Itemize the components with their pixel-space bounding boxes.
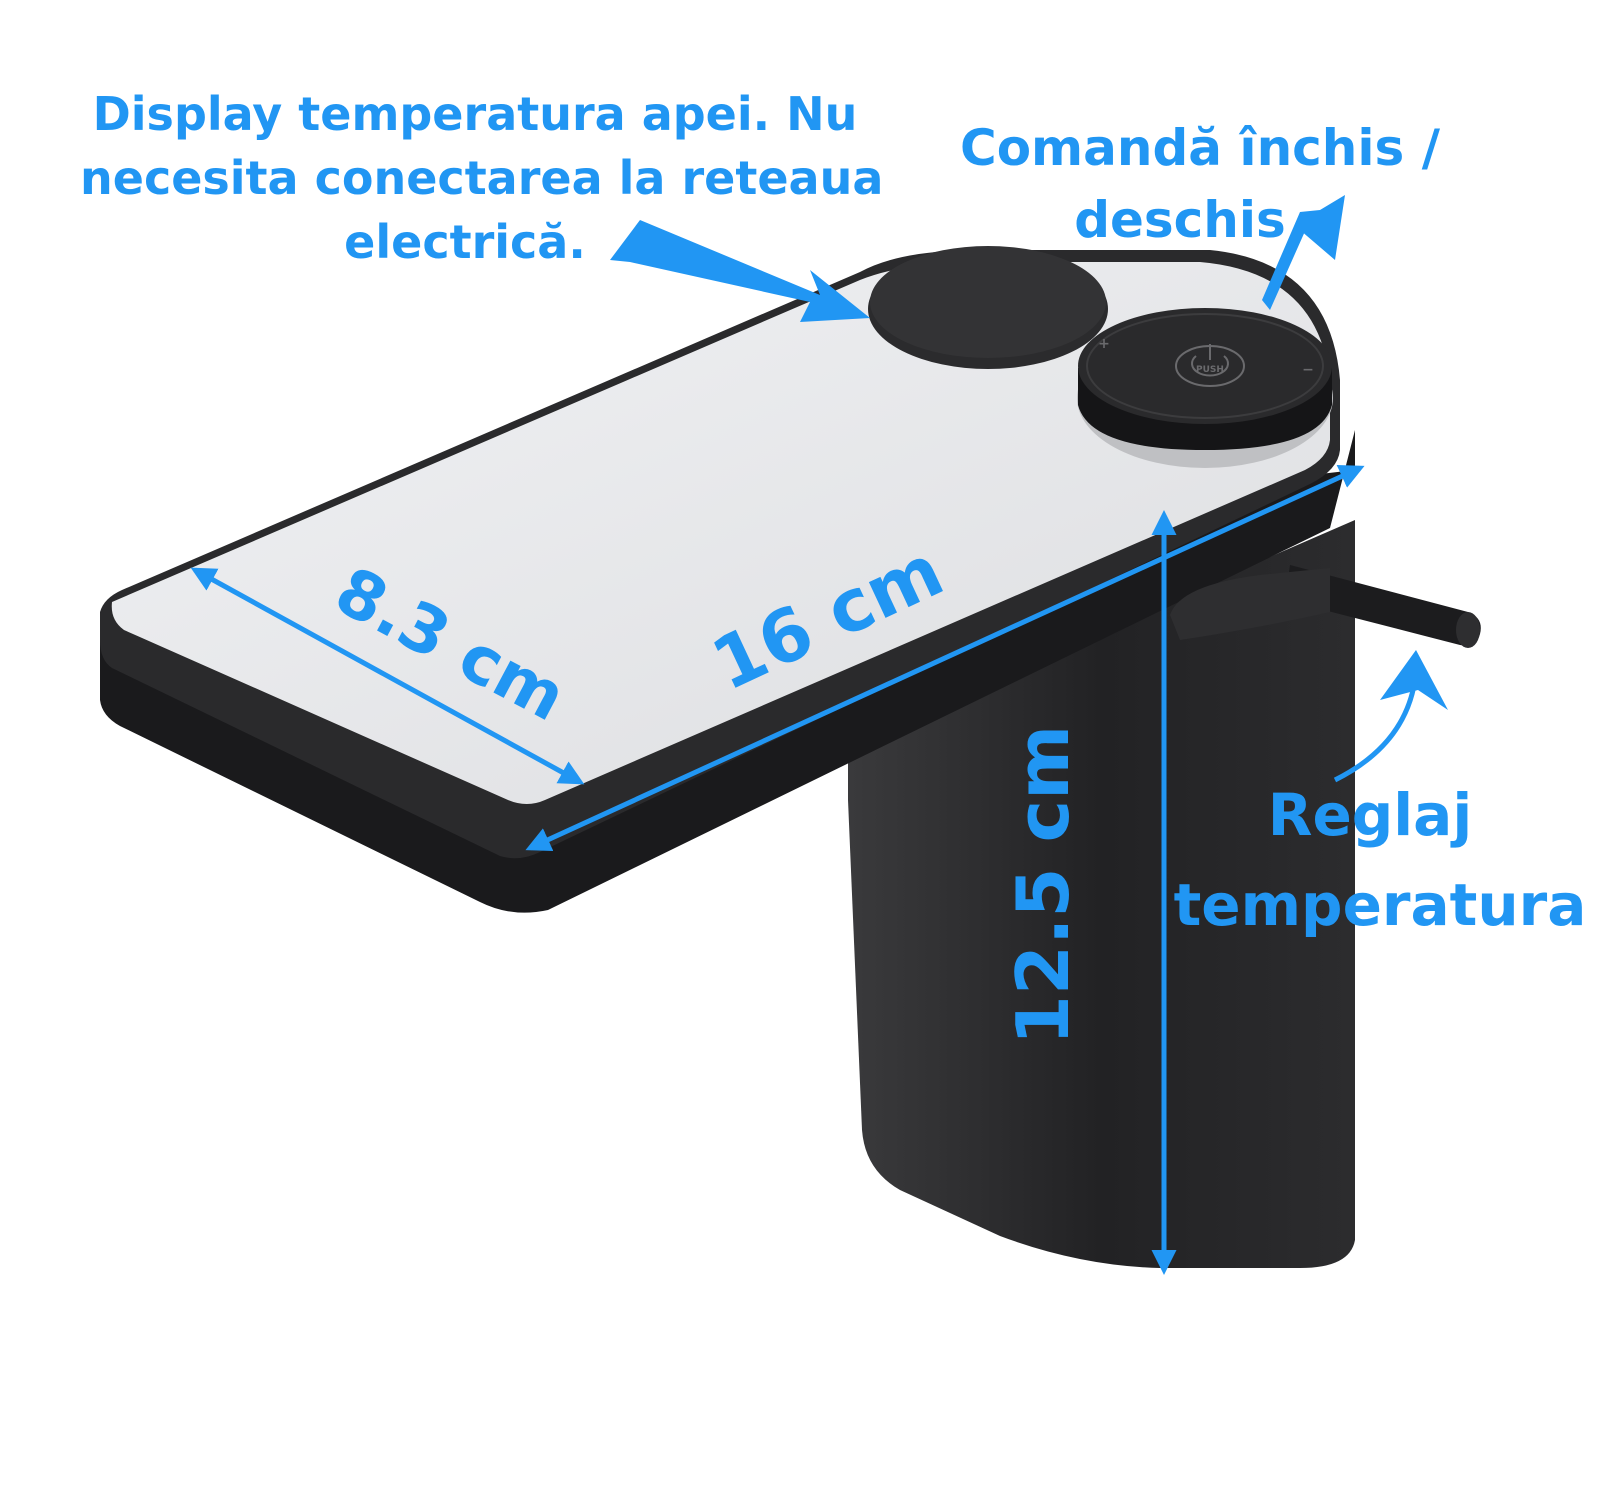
- display-callout: Display temperatura apei. Nu necesita co…: [80, 82, 884, 274]
- knob-top[interactable]: [1078, 308, 1332, 424]
- temperature-lever-cap: [1456, 612, 1480, 648]
- height-dimension-label: 12.5 cm: [1001, 725, 1085, 1045]
- length-dimension-arrow: [525, 464, 1365, 852]
- temperature-display-face: [870, 246, 1106, 358]
- display-callout-line: electrică.: [344, 215, 586, 269]
- knob-ring: [1086, 313, 1324, 419]
- knob-push-label: PUSH: [1196, 365, 1224, 375]
- temperature-callout: Reglaj temperatura: [1160, 770, 1600, 950]
- display-callout-line: Display temperatura apei. Nu: [92, 87, 858, 141]
- display-callout-line: necesita conectarea la reteaua: [80, 151, 884, 205]
- power-callout-line: deschis: [1074, 191, 1286, 249]
- power-icon: [1175, 344, 1245, 387]
- power-callout-arrow: [1262, 195, 1345, 310]
- temperature-callout-arrowhead: [1380, 650, 1448, 710]
- temperature-callout-line: temperatura: [1173, 871, 1587, 939]
- temperature-callout-line: Reglaj: [1267, 781, 1473, 849]
- width-dimension-arrow: [190, 567, 585, 785]
- knob-plus-label: +: [1098, 336, 1110, 352]
- power-callout-line: Comandă închis /: [960, 119, 1440, 177]
- temperature-callout-arrow: [1333, 679, 1418, 783]
- knob-minus-label: −: [1302, 362, 1314, 378]
- power-callout: Comandă închis / deschis: [950, 112, 1450, 256]
- display-callout-arrow: [610, 220, 870, 322]
